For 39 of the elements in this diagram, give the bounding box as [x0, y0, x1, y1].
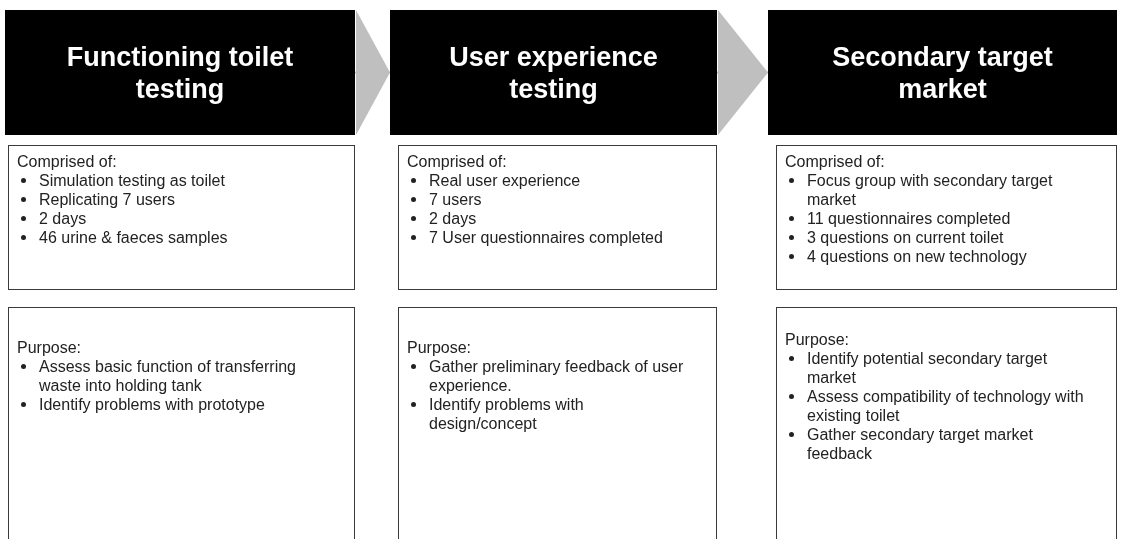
bullet-point: 2 days [39, 209, 330, 228]
text-panel [8, 307, 355, 539]
section-heading: Purpose: [785, 330, 851, 349]
section-heading: Purpose: [17, 338, 83, 357]
bullet-point: Gather preliminary feedback of user experience. [429, 357, 692, 395]
section-heading: Comprised of: [17, 152, 118, 171]
bullet-point: 7 User questionnaires completed [429, 228, 692, 247]
text-panel [8, 145, 355, 290]
bullet-point: 11 questionnaires completed [807, 209, 1092, 228]
stage-header [768, 10, 1117, 135]
stage-title: Secondary target market [831, 40, 1054, 105]
bullet-point: Assess compatibility of technology with existing toilet [807, 387, 1092, 425]
bullet-point: 2 days [429, 209, 692, 228]
bullet-point: Identify problems with design/concept [429, 395, 692, 433]
stage-title: User experience testing [448, 40, 659, 105]
text-panel [776, 145, 1117, 290]
bullet-point: Replicating 7 users [39, 190, 330, 209]
bullet-point: Simulation testing as toilet [39, 171, 330, 190]
stage-title: Functioning toilet testing [65, 40, 295, 105]
bullet-point: Assess basic function of transferring waste into holding tank [39, 357, 330, 395]
section-heading: Comprised of: [407, 152, 508, 171]
bullet-point: 46 urine & faeces samples [39, 228, 330, 247]
text-panel [398, 307, 717, 539]
chevron-arrow [354, 10, 391, 135]
stage-header [5, 10, 355, 135]
bullet-point: Real user experience [429, 171, 692, 190]
section-heading: Purpose: [407, 338, 473, 357]
bullet-point: Focus group with secondary target market [807, 171, 1092, 209]
stage-header [390, 10, 717, 135]
bullet-point: Gather secondary target market feedback [807, 425, 1092, 463]
text-panel [776, 307, 1117, 539]
bullet-point: 4 questions on new technology [807, 247, 1092, 266]
text-panel [398, 145, 717, 290]
chevron-arrow [716, 10, 769, 135]
bullet-point: 3 questions on current toilet [807, 228, 1092, 247]
section-heading: Comprised of: [785, 152, 886, 171]
bullet-point: Identify problems with prototype [39, 395, 330, 414]
bullet-point: Identify potential secondary target market [807, 349, 1092, 387]
bullet-point: 7 users [429, 190, 692, 209]
